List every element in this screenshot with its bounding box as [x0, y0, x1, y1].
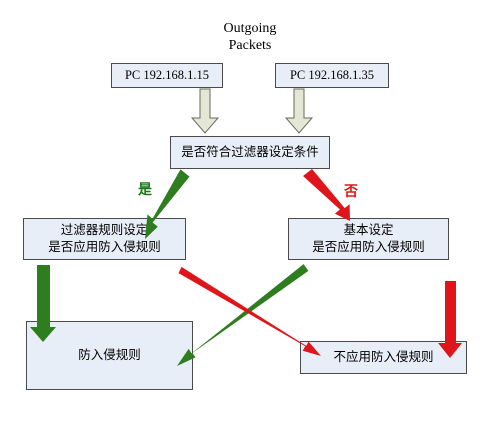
pc1-to-condition-arrow	[190, 88, 220, 134]
apply-ips-node: 防入侵规则	[26, 321, 193, 390]
yes-branch-arrow	[145, 169, 190, 239]
condition-label: 是否符合过滤器设定条件	[181, 145, 319, 159]
basic-settings-node: 基本设定 是否应用防入侵规则	[288, 218, 449, 260]
title-line-1: Outgoing	[223, 21, 277, 36]
filter-to-no-arrow	[178, 266, 321, 356]
yes-decision-label: 是	[138, 182, 152, 198]
no-ips-label: 不应用防入侵规则	[333, 350, 434, 364]
basic-settings-line-2: 是否应用防入侵规则	[312, 240, 425, 254]
pc2-label: PC 192.168.1.35	[289, 68, 375, 82]
title-line-2: Packets	[228, 38, 272, 53]
pc1-label: PC 192.168.1.15	[124, 68, 210, 82]
diagram-title: Outgoing Packets	[200, 20, 300, 54]
no-branch-arrow	[303, 169, 350, 221]
basic-to-apply-arrow	[177, 264, 309, 366]
filter-to-apply-arrow	[30, 265, 56, 342]
basic-settings-line-1: 基本设定	[343, 223, 394, 237]
apply-ips-label: 防入侵规则	[78, 348, 141, 362]
no-decision-label: 否	[344, 184, 358, 200]
pc2-node: PC 192.168.1.35	[275, 63, 389, 88]
no-ips-node: 不应用防入侵规则	[300, 341, 467, 374]
basic-to-no-arrow	[438, 281, 462, 358]
filter-rules-line-1: 过滤器规则设定	[60, 223, 149, 237]
condition-node: 是否符合过滤器设定条件	[170, 136, 330, 169]
filter-rules-line-2: 是否应用防入侵规则	[48, 240, 161, 254]
pc2-to-condition-arrow	[284, 88, 314, 134]
pc1-node: PC 192.168.1.15	[111, 63, 223, 88]
filter-rules-node: 过滤器规则设定 是否应用防入侵规则	[23, 218, 186, 260]
